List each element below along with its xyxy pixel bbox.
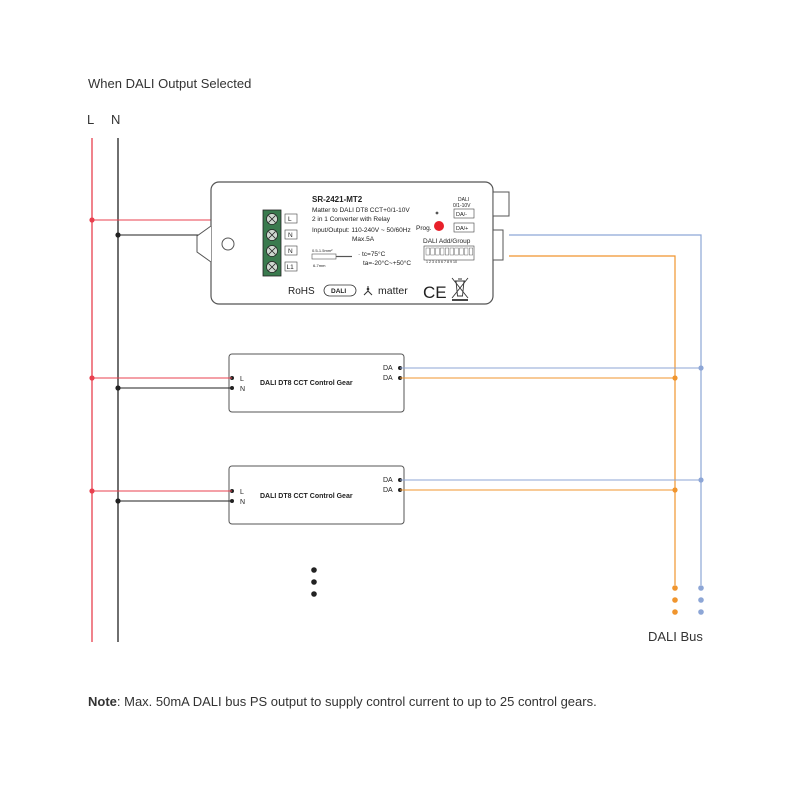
note-prefix: Note: [88, 694, 117, 709]
gear-1-label: DALI DT8 CCT Control Gear: [260, 380, 353, 387]
gear-2-label: DALI DT8 CCT Control Gear: [260, 493, 353, 500]
dip-numbers: 1 2 3 4 5 6 7 8 9 10: [426, 260, 457, 264]
dali-mark: DALI: [331, 288, 346, 295]
wire-strip-icon: [311, 253, 337, 260]
footnote: Note: Max. 50mA DALI bus PS output to su…: [88, 694, 597, 709]
da-minus-label: DA/-: [456, 212, 467, 218]
note-text: : Max. 50mA DALI bus PS output to supply…: [116, 694, 597, 709]
gear-1-pin-da2: DA: [383, 375, 393, 382]
terminal-screw-1: [266, 213, 278, 225]
prog-button[interactable]: [434, 221, 444, 231]
controller-tc: · tc=75°C: [358, 250, 386, 258]
diagram-heading: When DALI Output Selected: [88, 76, 251, 91]
live-label: L: [87, 112, 94, 127]
dali-bus-label: DALI Bus: [648, 629, 703, 644]
da-blue-bus-wire: [509, 234, 702, 585]
gear-2-pin-da1: DA: [383, 477, 393, 484]
mounting-hole: [221, 237, 235, 251]
controller-io-spec: Input/Output: 110-240V ~ 50/60Hz: [312, 227, 411, 234]
gear-1-pin-l: L: [240, 376, 244, 383]
gear-2-pin-da2: DA: [383, 487, 393, 494]
more-gears-ellipsis: [311, 567, 317, 597]
gear-1-pin-n: N: [240, 386, 245, 393]
wire-size: 0.5-1.5mm²: [312, 248, 333, 253]
terminal-screw-3: [266, 245, 278, 257]
controller-max-current: Max.5A: [352, 236, 375, 243]
terminal-label-1: L: [288, 216, 292, 223]
control-gear-1: DALI DT8 CCT Control Gear L N DA DA: [228, 353, 405, 413]
prog-label: Prog.: [416, 225, 432, 232]
address-label: DALI Add/Group: [423, 238, 471, 245]
controller-model: SR-2421-MT2: [312, 195, 363, 204]
controller-module: L N N L1 SR-2421-MT2 Matter to DALI DT8 …: [196, 181, 510, 305]
gear-2-pin-n: N: [240, 499, 245, 506]
ce-mark: CE: [423, 283, 447, 302]
weee-bin-icon: [451, 277, 469, 301]
matter-logo-icon: [363, 286, 373, 296]
terminal-screw-2: [266, 229, 278, 241]
rohs-mark: RoHS: [288, 286, 315, 297]
terminal-label-2: N: [288, 232, 293, 239]
neutral-label: N: [111, 112, 120, 127]
controller-ta: ta=-20°C~+50°C: [363, 259, 411, 267]
prog-indicator-dot: [435, 211, 439, 215]
analog-mode-label: 0/1-10V: [453, 203, 471, 209]
gear-1-pin-da1: DA: [383, 365, 393, 372]
dali-mode-label: DALI: [458, 197, 469, 203]
da-plus-label: DA/+: [456, 226, 468, 232]
gear-2-pin-l: L: [240, 489, 244, 496]
live-junction: [89, 217, 95, 223]
terminal-label-4: L1: [287, 264, 295, 271]
terminal-screw-4: [266, 261, 278, 273]
matter-mark: matter: [378, 285, 408, 297]
da-orange-bus-wire: [509, 255, 676, 585]
strip-length: 6-7mm: [313, 263, 326, 268]
controller-description-1: Matter to DALI DT8 CCT+0/1-10V: [312, 207, 410, 214]
bus-continuation-dots: [672, 585, 704, 615]
terminal-label-3: N: [288, 248, 293, 255]
neutral-junction: [115, 232, 121, 238]
control-gear-2: DALI DT8 CCT Control Gear L N DA DA: [228, 465, 405, 525]
controller-description-2: 2 in 1 Converter with Relay: [312, 216, 391, 223]
